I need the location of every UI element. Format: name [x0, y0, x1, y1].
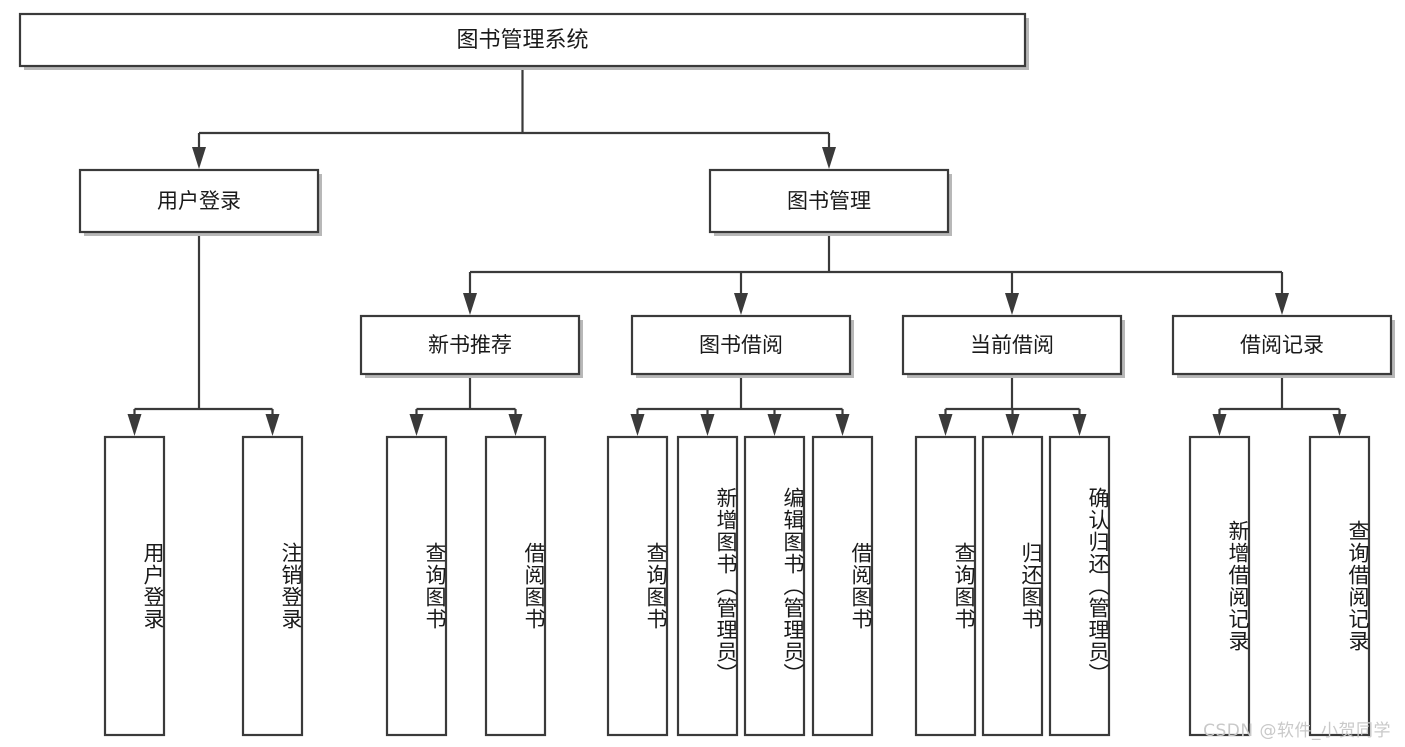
leaf-node-box-8[interactable]	[914, 435, 977, 737]
current-branch-arrow-2	[1072, 414, 1087, 436]
level3-node-box-0[interactable]	[359, 314, 581, 376]
watermark: CSDN @软件_小贺同学	[1203, 721, 1391, 741]
current-branch-arrow-0	[938, 414, 953, 436]
borrow-branch-arrow-3	[835, 414, 850, 436]
login-branch-arrow-1	[265, 414, 280, 436]
root-branch-arrow-1	[822, 147, 836, 169]
leaf-node-box-7[interactable]	[811, 435, 874, 737]
records-branch-arrow-1	[1332, 414, 1347, 436]
borrow-branch-arrow-2	[767, 414, 782, 436]
root-node-label: 图书管理系统	[456, 28, 588, 53]
level2-node-label-1: 图书管理	[787, 189, 871, 213]
root-branch-arrow-0	[192, 147, 206, 169]
leaf-node-box-11[interactable]	[1188, 435, 1251, 737]
leaf-node-box-3[interactable]	[484, 435, 547, 737]
borrow-branch-arrow-0	[630, 414, 645, 436]
leaf-node-box-6[interactable]	[743, 435, 806, 737]
level2-node-label-0: 用户登录	[157, 189, 241, 213]
root-node-box[interactable]	[18, 12, 1027, 68]
leaf-node-box-4[interactable]	[606, 435, 669, 737]
level3-node-label-0: 新书推荐	[428, 333, 512, 357]
login-branch-arrow-0	[127, 414, 142, 436]
level3-node-label-2: 当前借阅	[970, 333, 1054, 357]
node-boxes	[18, 12, 1395, 737]
level3-node-box-2[interactable]	[901, 314, 1123, 376]
leaf-node-box-1[interactable]	[241, 435, 304, 737]
leaf-node-box-9[interactable]	[981, 435, 1044, 737]
records-branch-arrow-0	[1212, 414, 1227, 436]
connector-lines	[127, 66, 1347, 436]
current-branch-arrow-1	[1005, 414, 1020, 436]
level2-node-box-0[interactable]	[78, 168, 320, 234]
level3-node-label-3: 借阅记录	[1240, 333, 1324, 357]
level3-node-box-3[interactable]	[1171, 314, 1393, 376]
books-branch-arrow-1	[734, 293, 748, 315]
books-branch-arrow-3	[1275, 293, 1289, 315]
leaf-node-box-12[interactable]	[1308, 435, 1371, 737]
books-branch-arrow-2	[1005, 293, 1019, 315]
level3-node-box-1[interactable]	[630, 314, 852, 376]
newbooks-branch-arrow-0	[409, 414, 424, 436]
leaf-node-box-0[interactable]	[103, 435, 166, 737]
books-branch-arrow-0	[463, 293, 477, 315]
leaf-node-box-10[interactable]	[1048, 435, 1111, 737]
borrow-branch-arrow-1	[700, 414, 715, 436]
leaf-node-box-5[interactable]	[676, 435, 739, 737]
newbooks-branch-arrow-1	[508, 414, 523, 436]
level2-node-box-1[interactable]	[708, 168, 950, 234]
level3-node-label-1: 图书借阅	[699, 333, 783, 357]
leaf-node-box-2[interactable]	[385, 435, 448, 737]
